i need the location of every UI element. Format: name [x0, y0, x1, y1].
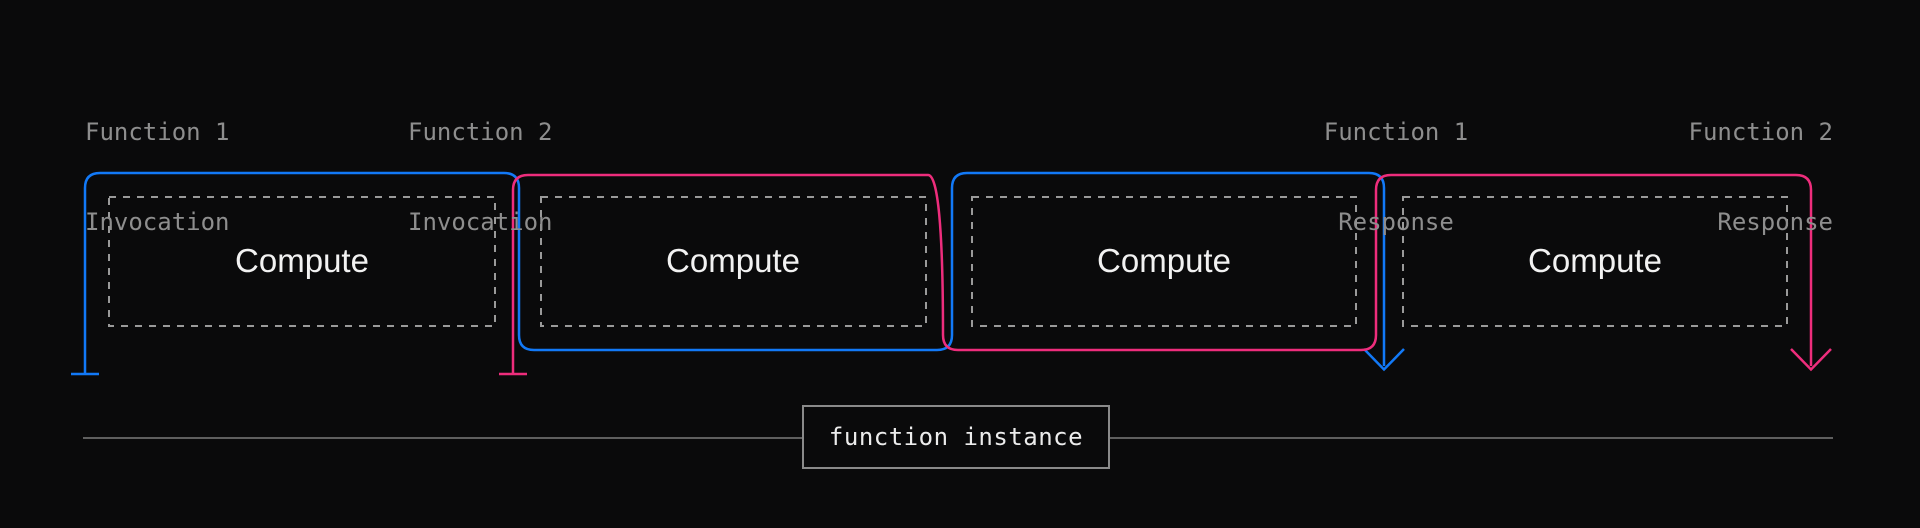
compute-box-1-border — [108, 196, 496, 327]
function-instance-badge: function instance — [802, 405, 1110, 469]
compute-box-1-label: Compute — [235, 242, 369, 279]
label-function2-invocation: Function 2 Invocation — [408, 57, 553, 297]
function2-flow-path — [511, 173, 1813, 374]
label-function2-response-line2: Response — [1717, 208, 1833, 236]
label-function1-response-line2: Response — [1338, 208, 1454, 236]
function1-flow — [71, 171, 1405, 376]
function1-response-arrowhead — [1363, 348, 1405, 372]
label-function2-invocation-line2: Invocation — [408, 208, 553, 236]
function2-flow — [499, 173, 1832, 376]
function-instance-label: function instance — [828, 423, 1084, 451]
function1-flow-path — [83, 171, 1386, 374]
function2-response-arrowhead — [1790, 348, 1832, 372]
compute-box-4-border — [1402, 196, 1788, 327]
label-function2-response: Function 2 Response — [1613, 57, 1834, 297]
label-function1-response-line1: Function 1 — [1323, 118, 1469, 146]
compute-box-3-border — [971, 196, 1357, 327]
compute-box-3-label: Compute — [1097, 242, 1231, 279]
label-function1-response: Function 1 Response — [1286, 57, 1506, 297]
compute-dashed-borders — [108, 196, 1788, 327]
compute-box-4-label: Compute — [1528, 242, 1662, 279]
label-function1-invocation-line2: Invocation — [85, 208, 230, 236]
label-function2-invocation-line1: Function 2 — [408, 118, 553, 146]
label-function2-response-line1: Function 2 — [1688, 118, 1834, 146]
compute-box-2-label: Compute — [666, 242, 800, 279]
compute-box-2-border — [540, 196, 927, 327]
label-function1-invocation: Function 1 Invocation — [85, 57, 230, 297]
label-function1-invocation-line1: Function 1 — [85, 118, 230, 146]
